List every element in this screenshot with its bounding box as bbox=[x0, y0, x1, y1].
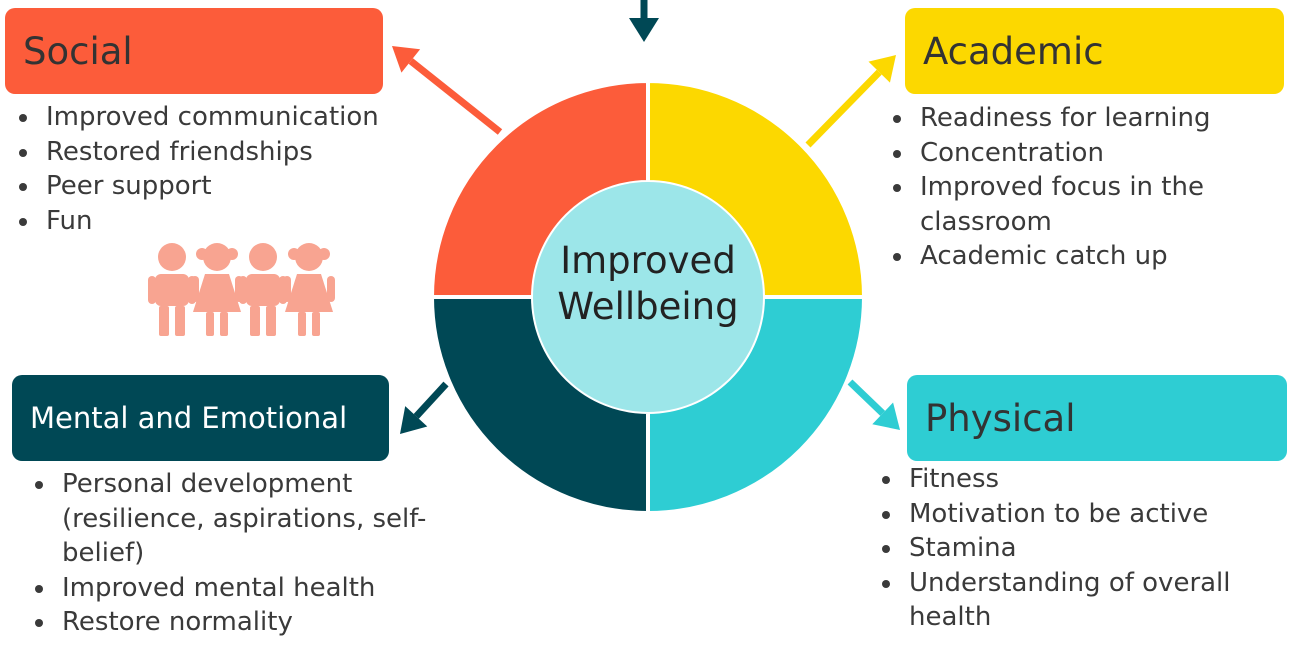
center-label-line-1: Improved bbox=[560, 239, 736, 282]
academic-heading-box: Academic bbox=[905, 8, 1284, 94]
physical-title: Physical bbox=[925, 396, 1076, 440]
social-title: Social bbox=[23, 29, 133, 73]
social-list: Improved communication Restored friendsh… bbox=[14, 100, 414, 238]
arrow-shaft bbox=[805, 69, 882, 148]
list-item: Improved communication bbox=[14, 100, 414, 135]
list-item: Improved focus in the classroom bbox=[888, 170, 1230, 239]
social-heading-box: Social bbox=[5, 8, 383, 94]
arrow-shaft bbox=[847, 379, 886, 416]
mental-emotional-list: Personal development (resilience, aspira… bbox=[30, 467, 450, 640]
children-group-icon bbox=[148, 243, 335, 336]
academic-title: Academic bbox=[923, 29, 1104, 73]
list-item: Personal development (resilience, aspira… bbox=[30, 467, 452, 571]
arrow-head bbox=[392, 46, 421, 73]
mental-emotional-heading-box: Mental and Emotional bbox=[12, 375, 389, 461]
physical-arrow bbox=[847, 379, 900, 430]
arrow-head bbox=[872, 402, 900, 430]
center-circle bbox=[533, 182, 763, 412]
list-item: Motivation to be active bbox=[877, 497, 1277, 532]
list-item: Fun bbox=[14, 204, 414, 239]
physical-list: Fitness Motivation to be active Stamina … bbox=[877, 462, 1277, 635]
academic-list: Readiness for learning Concentration Imp… bbox=[888, 101, 1278, 274]
list-item: Stamina bbox=[877, 531, 1277, 566]
list-item: Readiness for learning bbox=[888, 101, 1278, 136]
arrow-shaft bbox=[408, 58, 503, 135]
list-item: Restored friendships bbox=[14, 135, 414, 170]
girl-figure bbox=[191, 243, 243, 336]
arrow-head bbox=[629, 18, 659, 42]
arrow-head bbox=[400, 406, 428, 434]
list-item: Concentration bbox=[888, 136, 1278, 171]
list-item: Fitness bbox=[877, 462, 1277, 497]
arrow-shaft bbox=[413, 381, 449, 419]
wellbeing-ring bbox=[429, 78, 867, 516]
mental-emotional-title: Mental and Emotional bbox=[30, 401, 348, 435]
list-item: Academic catch up bbox=[888, 239, 1278, 274]
center-label: Improved Wellbeing bbox=[528, 238, 768, 330]
mental-emotional-arrow bbox=[400, 381, 449, 434]
list-item: Restore normality bbox=[30, 605, 450, 640]
list-item: Understanding of overall health bbox=[877, 566, 1269, 635]
arrows-layer bbox=[392, 0, 900, 434]
boy-figure bbox=[148, 243, 196, 336]
list-item: Improved mental health bbox=[30, 571, 450, 606]
center-label-line-2: Wellbeing bbox=[557, 285, 739, 328]
arrow-head bbox=[868, 55, 896, 83]
top-arrow bbox=[629, 0, 659, 42]
academic-arrow bbox=[805, 55, 896, 148]
girl-figure bbox=[283, 243, 335, 336]
boy-figure bbox=[239, 243, 287, 336]
social-arrow bbox=[392, 46, 503, 135]
list-item: Peer support bbox=[14, 169, 414, 204]
physical-heading-box: Physical bbox=[907, 375, 1287, 461]
